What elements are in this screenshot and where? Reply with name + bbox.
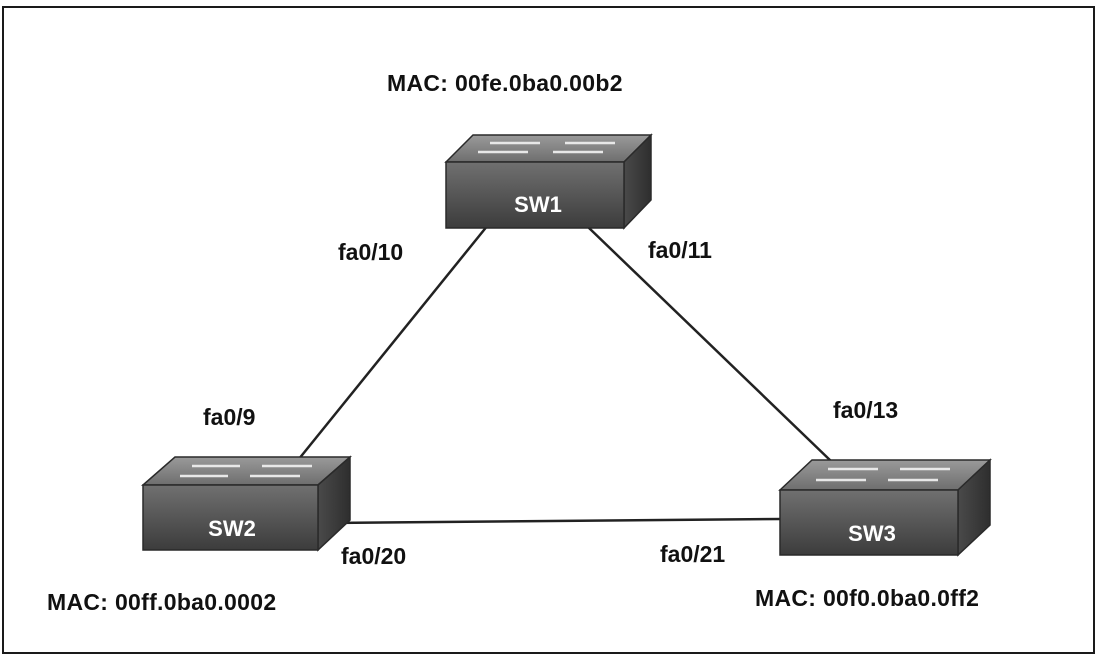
arrows-icon	[478, 141, 615, 154]
port-label-sw1-sw3: fa0/11	[648, 237, 712, 263]
switch-front	[142, 484, 319, 551]
mac-labels: MAC: 00fe.0ba0.00b2 MAC: 00ff.0ba0.0002 …	[47, 70, 979, 615]
switch-sw2[interactable]: SW2	[141, 455, 352, 552]
mac-label-sw3: MAC: 00f0.0ba0.0ff2	[755, 585, 979, 611]
port-label-sw1-sw2: fa0/10	[338, 239, 403, 265]
port-labels: fa0/10 fa0/9 fa0/11 fa0/13 fa0/20 fa0/21	[203, 237, 898, 569]
port-label-sw2-sw3: fa0/20	[341, 543, 406, 569]
switch-name: SW2	[208, 516, 256, 541]
link-sw1-sw2	[289, 224, 489, 471]
link-sw1-sw3	[587, 226, 833, 463]
switch-top	[778, 459, 992, 491]
port-label-sw2-sw1: fa0/9	[203, 404, 255, 430]
port-label-sw3-sw2: fa0/21	[660, 541, 725, 567]
links	[289, 224, 833, 525]
switch-sw3[interactable]: SW3	[778, 458, 992, 557]
link-sw2-sw3	[327, 517, 783, 525]
arrows-icon	[180, 464, 312, 478]
switch-front	[445, 161, 625, 229]
mac-label-sw1: MAC: 00fe.0ba0.00b2	[387, 70, 623, 96]
mac-label-sw2: MAC: 00ff.0ba0.0002	[47, 589, 276, 615]
switch-top	[141, 456, 352, 486]
switch-sw1[interactable]: SW1	[444, 133, 653, 230]
arrows-icon	[816, 467, 950, 482]
switch-name: SW3	[848, 521, 896, 546]
switch-top	[444, 134, 653, 163]
port-label-sw3-sw1: fa0/13	[833, 397, 898, 423]
switch-name: SW1	[514, 192, 562, 217]
switch-front	[779, 489, 959, 556]
